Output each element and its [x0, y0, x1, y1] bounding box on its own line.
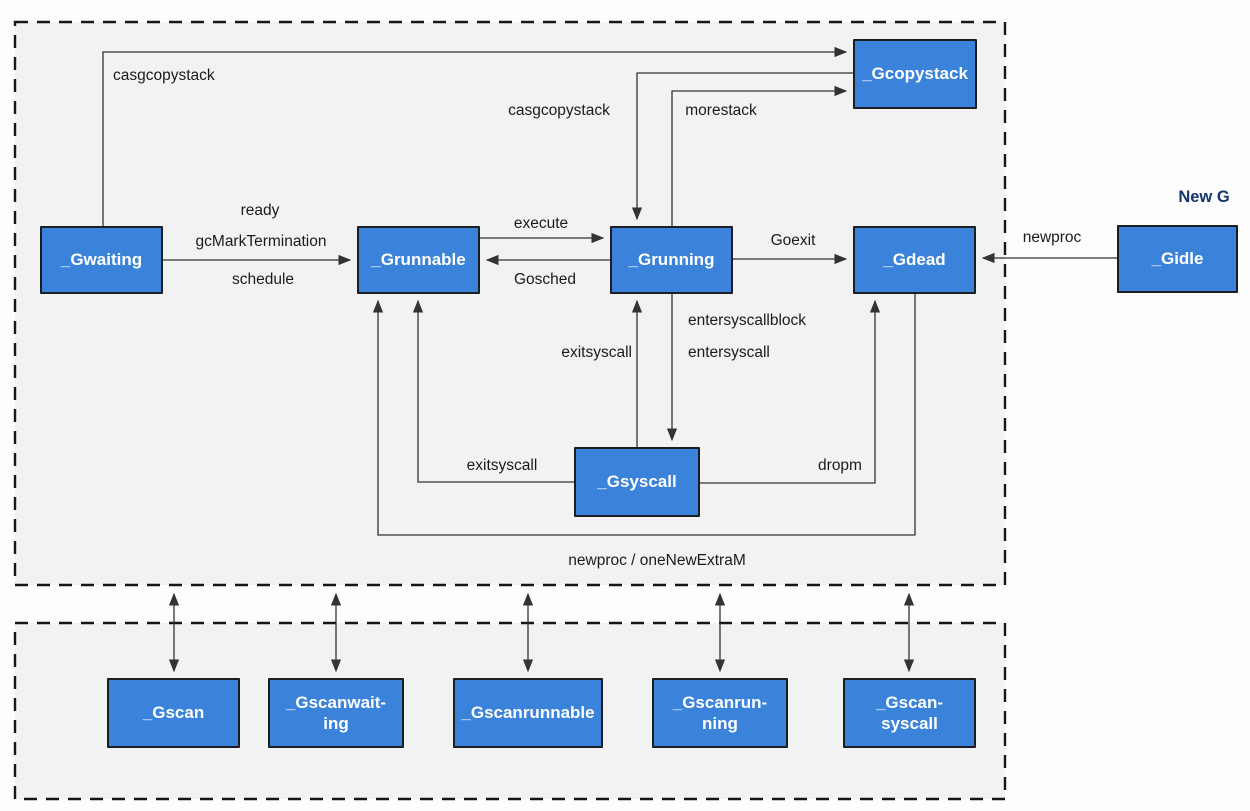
- state-node-gscanrunnable: _Gscanrunnable: [453, 678, 603, 748]
- annotation-new-g: New G: [1178, 188, 1230, 206]
- state-node-gscanwaiting: _Gscanwait- ing: [268, 678, 404, 748]
- state-node-gidle: _Gidle: [1117, 225, 1238, 293]
- state-node-grunning: _Grunning: [610, 226, 733, 294]
- edge-label-newproc-onenewextram: newproc / oneNewExtraM: [568, 552, 746, 569]
- state-node-gscansyscall: _Gscan- syscall: [843, 678, 976, 748]
- edge-label-entersyscallblock: entersyscallblock: [688, 312, 807, 329]
- edge-label-exitsyscall-left: exitsyscall: [466, 457, 538, 474]
- edge-dropm-gsyscall-to-gdead: [700, 299, 881, 484]
- edge-label-schedule: schedule: [231, 271, 295, 288]
- edge-label-entersyscall: entersyscall: [688, 344, 770, 361]
- edge-label-casgcopystack-mid: casgcopystack: [508, 102, 610, 119]
- edge-label-exitsyscall-up: exitsyscall: [561, 344, 632, 361]
- edge-label-newproc: newproc: [1022, 229, 1082, 246]
- state-node-gsyscall: _Gsyscall: [574, 447, 700, 517]
- edge-label-gcmarktermination: gcMarkTermination: [195, 233, 327, 250]
- state-node-gscanrunning: _Gscanrun- ning: [652, 678, 788, 748]
- state-node-gcopystack: _Gcopystack: [853, 39, 977, 109]
- edge-label-ready: ready: [240, 202, 280, 219]
- state-node-gwaiting: _Gwaiting: [40, 226, 163, 294]
- state-node-grunnable: _Grunnable: [357, 226, 480, 294]
- g-states-group-border: [13, 20, 1007, 587]
- edge-label-morestack: morestack: [685, 102, 757, 119]
- edge-label-execute: execute: [513, 215, 569, 232]
- edge-label-casgcopystack-top: casgcopystack: [113, 67, 215, 84]
- edge-exitsyscall-gsyscall-to-grunnable: [412, 299, 574, 483]
- edge-label-gosched: Gosched: [513, 271, 577, 288]
- edge-morestack-grunning-to-gcopystack: [671, 85, 848, 226]
- edge-casgcopystack-gcopystack-to-grunning: [631, 72, 853, 221]
- edge-label-goexit: Goexit: [770, 232, 816, 249]
- edge-label-dropm: dropm: [818, 457, 862, 474]
- edge-casgcopystack-gwaiting-to-gcopystack: [102, 46, 848, 226]
- edge-newproc-onenewextram-gdead-to-grunnable: [372, 294, 916, 536]
- state-node-gscan: _Gscan: [107, 678, 240, 748]
- state-node-gdead: _Gdead: [853, 226, 976, 294]
